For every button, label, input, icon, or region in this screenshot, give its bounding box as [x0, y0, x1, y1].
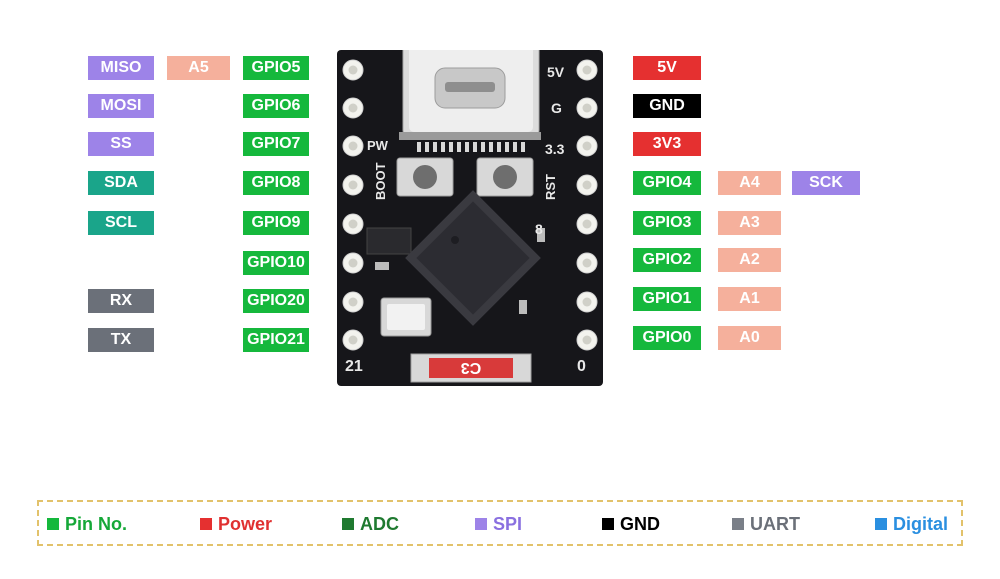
silk-boot: BOOT — [373, 162, 388, 200]
silk-rst: RST — [543, 174, 558, 200]
label-miso: MISO — [88, 56, 154, 80]
legend-item-adc: ADC — [342, 514, 399, 534]
label-a0: A0 — [718, 326, 781, 350]
usb-c-connector-icon — [399, 50, 541, 140]
silk-0: 0 — [577, 358, 586, 375]
label-gpio5: GPIO5 — [243, 56, 309, 80]
legend-label: UART — [750, 514, 800, 534]
legend-item-gnd: GND — [602, 514, 660, 534]
smd-component — [375, 262, 389, 270]
label-a5: A5 — [167, 56, 230, 80]
legend: Pin No. Power ADC SPI GND UART Digital — [37, 500, 963, 546]
legend-item-spi: SPI — [475, 514, 522, 534]
legend-label: Digital — [893, 514, 949, 534]
legend-swatch-icon — [875, 518, 887, 530]
silk-21: 21 — [345, 358, 363, 375]
legend-swatch-icon — [475, 518, 487, 530]
label-gpio21: GPIO21 — [243, 328, 309, 352]
silk-5v: 5V — [547, 64, 565, 80]
label-a1: A1 — [718, 287, 781, 311]
label-scl: SCL — [88, 211, 154, 235]
silk-g: G — [551, 100, 562, 116]
label-gnd: GND — [633, 94, 701, 118]
right-pin-pads — [576, 59, 598, 351]
usb-solder-pads — [417, 142, 525, 152]
legend-swatch-icon — [602, 518, 614, 530]
regulator-icon — [366, 227, 412, 255]
antenna-label: C3 — [461, 359, 482, 376]
legend-swatch-icon — [732, 518, 744, 530]
smd-component — [537, 228, 545, 242]
label-rx: RX — [88, 289, 154, 313]
antenna-icon — [410, 353, 532, 383]
silk-3v3: 3.3 — [545, 141, 565, 157]
label-a3: A3 — [718, 211, 781, 235]
silk-8: 8 — [535, 221, 543, 237]
legend-label: Power — [218, 514, 273, 534]
left-pin-pads — [342, 59, 364, 351]
legend-swatch-icon — [47, 518, 59, 530]
label-gpio20: GPIO20 — [243, 289, 309, 313]
label-gpio1: GPIO1 — [633, 287, 701, 311]
legend-swatch-icon — [200, 518, 212, 530]
label-mosi: MOSI — [88, 94, 154, 118]
silk-pw: PW — [367, 138, 389, 153]
crystal-icon — [380, 297, 432, 337]
label-sck: SCK — [792, 171, 860, 195]
legend-item-pin-no: Pin No. — [47, 514, 127, 534]
label-gpio9: GPIO9 — [243, 211, 309, 235]
label-5v: 5V — [633, 56, 701, 80]
label-a2: A2 — [718, 248, 781, 272]
legend-item-digital: Digital — [875, 514, 948, 534]
label-gpio10: GPIO10 — [243, 251, 309, 275]
label-gpio0: GPIO0 — [633, 326, 701, 350]
label-ss: SS — [88, 132, 154, 156]
smd-component — [519, 300, 527, 314]
label-3v3: 3V3 — [633, 132, 701, 156]
reset-button-icon — [476, 157, 534, 197]
label-gpio7: GPIO7 — [243, 132, 309, 156]
legend-item-power: Power — [200, 514, 272, 534]
legend-label: Pin No. — [65, 514, 127, 534]
boot-button-icon — [396, 157, 454, 197]
legend-label: GND — [620, 514, 660, 534]
label-gpio3: GPIO3 — [633, 211, 701, 235]
legend-item-uart: UART — [732, 514, 800, 534]
label-gpio2: GPIO2 — [633, 248, 701, 272]
legend-swatch-icon — [342, 518, 354, 530]
label-tx: TX — [88, 328, 154, 352]
label-a4: A4 — [718, 171, 781, 195]
legend-label: SPI — [493, 514, 523, 534]
label-gpio6: GPIO6 — [243, 94, 309, 118]
label-gpio8: GPIO8 — [243, 171, 309, 195]
esp32-c3-board: 5V G PW 3.3 BOOT RST 8 21 0 C3 — [337, 50, 603, 386]
label-gpio4: GPIO4 — [633, 171, 701, 195]
label-sda: SDA — [88, 171, 154, 195]
legend-label: ADC — [360, 514, 399, 534]
